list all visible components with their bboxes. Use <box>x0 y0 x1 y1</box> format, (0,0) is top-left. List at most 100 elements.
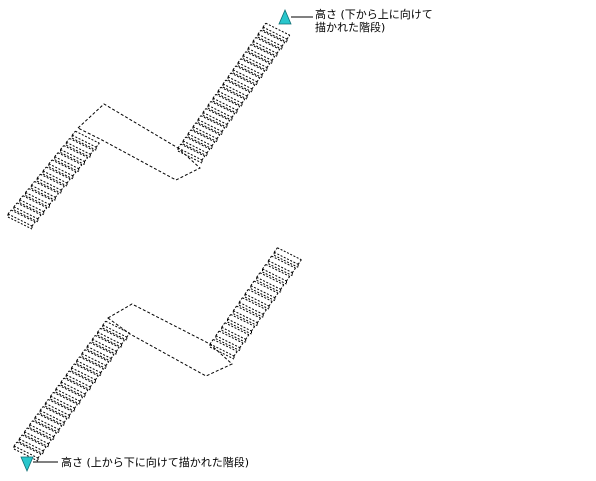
top-lower-tread-back <box>45 166 71 180</box>
bottom-upper-stringer <box>268 301 273 307</box>
bottom-lower-stringer <box>76 356 80 361</box>
top-upper-tread-front <box>232 69 258 83</box>
bottom-lower-stringer <box>115 347 120 352</box>
top-lower-tread-back <box>16 202 42 216</box>
bottom-lower-stringer <box>71 363 75 369</box>
bottom-upper-tread-back <box>253 280 279 294</box>
top-upper-tread-front <box>227 76 253 90</box>
top-lower-tread-back <box>51 159 77 173</box>
bottom-lower-tread-front <box>97 331 122 345</box>
top-lower-tread-back <box>63 145 88 159</box>
bottom-lower-stringer <box>58 425 63 430</box>
bottom-lower-stringer <box>13 441 18 447</box>
top-upper-tread-underside <box>262 29 288 43</box>
bottom-lower-stringer <box>81 349 86 354</box>
bottom-lower-tread-front <box>18 438 44 452</box>
bottom-upper-tread-back <box>247 288 273 302</box>
bottom-lower-stringer <box>24 427 28 433</box>
top-upper-stringer <box>247 44 252 49</box>
bottom-lower-stringer <box>44 399 49 404</box>
top-lower-stringer <box>42 166 47 172</box>
bottom-upper-tread-front <box>221 326 246 340</box>
bottom-lower-stringer <box>95 375 99 381</box>
bottom-lower-tread-front <box>81 353 107 367</box>
top-lower-tread-front <box>71 134 97 148</box>
top-upper-tread-front <box>187 133 213 147</box>
top-lower-stringer <box>95 142 100 148</box>
bottom-lower-stringer <box>74 404 78 409</box>
top-upper-stringer <box>201 155 206 161</box>
top-lower-tread-underside <box>13 209 39 223</box>
bottom-lower-tread-back <box>89 342 115 355</box>
bottom-lower-tread-back <box>74 363 99 377</box>
top-upper-tread-back <box>255 36 280 50</box>
bottom-lower-tread-front <box>39 409 65 423</box>
top-upper-tread-back <box>220 86 245 100</box>
top-lower-stringer <box>30 181 35 186</box>
bottom-upper-tread-back <box>230 313 255 327</box>
bottom-lower-tread-back <box>68 370 94 384</box>
bottom-lower-tread-underside <box>29 427 54 441</box>
bottom-lower-tread-underside <box>39 412 65 426</box>
bottom-upper-tread-back <box>224 322 250 336</box>
top-upper-tread-underside <box>242 58 268 72</box>
bottom-upper-stringer <box>297 259 302 265</box>
bottom-upper-tread-front <box>262 268 287 282</box>
bottom-lower-tread-underside <box>45 405 70 419</box>
bottom-lower-stringer <box>100 368 104 373</box>
top-upper-tread-front <box>257 33 283 47</box>
top-lower-stringer <box>19 195 24 200</box>
top-lower-tread-underside <box>36 180 62 194</box>
top-upper-tread-underside <box>192 129 218 143</box>
top-lower-stringer <box>66 178 71 184</box>
top-upper-tread-back <box>245 51 270 65</box>
top-lower-stringer <box>37 214 42 220</box>
bottom-upper-tread-front <box>233 310 258 324</box>
bottom-upper-tread-front <box>244 293 270 307</box>
top-lower-tread-front <box>36 177 62 191</box>
top-lower-tread-front <box>54 156 79 170</box>
bottom-annotation: 高さ (上から下に向けて描かれた階段) <box>61 456 250 469</box>
top-lower-stringer <box>60 145 65 150</box>
bottom-lower-tread-underside <box>13 448 39 462</box>
bottom-upper-stringer <box>273 247 278 253</box>
bottom-upper-stringer <box>232 305 237 311</box>
top-upper-stringer <box>212 94 217 99</box>
bottom-lower-stringer <box>68 411 73 416</box>
bottom-lower-tread-underside <box>76 363 101 377</box>
bottom-upper-tread-underside <box>268 263 293 277</box>
top-lower-tread-back <box>40 173 65 187</box>
bottom-lower-tread-underside <box>50 398 75 412</box>
top-upper-stringer <box>227 72 232 78</box>
bottom-upper-tread-underside <box>215 338 241 352</box>
top-upper-stringer <box>202 108 207 113</box>
top-lower-tread-front <box>48 163 74 177</box>
bottom-upper-tread-underside <box>250 288 276 302</box>
bottom-lower-tread-back <box>42 406 68 419</box>
top-lower-stringer <box>54 152 59 157</box>
top-lower-tread-front <box>19 199 44 213</box>
top-upper-tread-back <box>265 22 290 36</box>
top-lower-tread-underside <box>71 137 97 151</box>
bottom-upper-stringer <box>291 267 296 273</box>
bottom-upper-tread-front <box>215 335 241 349</box>
top-upper-tread-underside <box>257 36 283 50</box>
bottom-upper-stringer <box>239 342 244 348</box>
top-annotation-line-1: 高さ (下から上に向けて <box>315 8 433 21</box>
top-upper-tread-front <box>262 26 288 40</box>
top-lower-tread-front <box>25 192 50 205</box>
top-upper-stringer <box>241 98 246 104</box>
top-lower-tread-back <box>57 152 83 166</box>
top-upper-stringer <box>231 113 236 118</box>
bottom-lower-stringer <box>50 392 54 397</box>
top-lower-tread-back <box>10 209 36 223</box>
top-upper-tread-underside <box>247 50 273 64</box>
top-upper-tread-back <box>260 29 285 43</box>
bottom-upper-stringer <box>238 297 243 303</box>
top-lower-tread-underside <box>19 202 44 216</box>
top-upper-stringer <box>262 22 267 28</box>
bottom-lower-tread-underside <box>18 441 44 455</box>
top-lower-tread-back <box>22 195 48 209</box>
top-upper-stringer <box>252 37 257 42</box>
bottom-lower-tread-back <box>21 434 47 448</box>
